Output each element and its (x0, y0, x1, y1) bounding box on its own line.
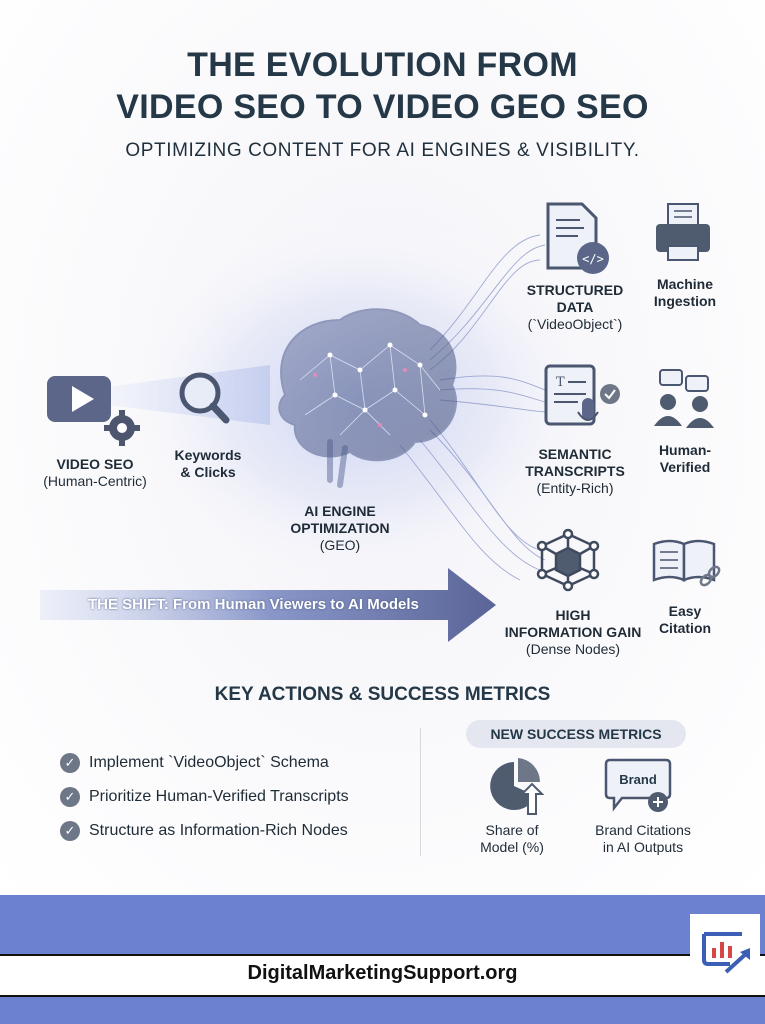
check-icon: ✓ (60, 787, 80, 807)
cube-network-icon (536, 528, 600, 592)
footer-strip (0, 956, 765, 996)
people-chat-icon (654, 369, 714, 428)
action-text: Implement `VideoObject` Schema (89, 754, 329, 771)
action-item: ✓ Prioritize Human-Verified Transcripts (60, 780, 349, 814)
information-gain-label: HIGH INFORMATION GAIN (Dense Nodes) (504, 607, 642, 657)
action-list: ✓ Implement `VideoObject` Schema ✓ Prior… (60, 746, 349, 848)
svg-text:T: T (556, 375, 565, 390)
svg-text:</>: </> (582, 252, 604, 266)
action-text: Structure as Information-Rich Nodes (89, 822, 348, 839)
book-link-icon (652, 539, 721, 587)
metric-icons: Brand (490, 758, 672, 815)
printer-icon (656, 203, 710, 261)
magnifier-icon (179, 372, 230, 424)
actions-title: KEY ACTIONS & SUCCESS METRICS (214, 684, 551, 705)
chart-arrow-logo-icon (690, 914, 760, 984)
pie-arrow-icon (490, 758, 545, 815)
footer-rule-bottom (0, 995, 765, 997)
check-icon: ✓ (60, 821, 80, 841)
footer-site-link[interactable]: DigitalMarketingSupport.org (247, 962, 518, 984)
human-verified-label: Human- Verified (658, 442, 712, 475)
share-of-model-label: Share of Model (%) (480, 822, 544, 855)
structured-data-label: STRUCTURED DATA (`VideoObject`) (526, 282, 624, 332)
keywords-label: Keywords & Clicks (174, 447, 242, 480)
transcript-microphone-icon: T (544, 364, 620, 426)
semantic-transcripts-label: SEMANTIC TRANSCRIPTS (Entity-Rich) (525, 446, 625, 496)
svg-text:Brand: Brand (619, 772, 657, 787)
action-text: Prioritize Human-Verified Transcripts (89, 788, 349, 805)
title-line-2: VIDEO SEO TO VIDEO GEO SEO (116, 88, 649, 126)
page-title: THE EVOLUTION FROM VIDEO SEO TO VIDEO GE… (0, 44, 765, 128)
brain-network-icon (278, 308, 458, 488)
brand-citations-label: Brand Citations in AI Outputs (595, 822, 691, 855)
metrics-title: NEW SUCCESS METRICS (466, 720, 686, 748)
video-seo-label: VIDEO SEO (Human-Centric) (43, 456, 147, 489)
section-divider (420, 728, 421, 856)
brand-bubble-plus-icon: Brand (604, 758, 672, 812)
footer-rule-top (0, 954, 765, 956)
video-play-gear-icon (47, 376, 140, 446)
shift-arrow (40, 568, 496, 642)
code-document-icon: </> (546, 202, 609, 274)
flow-lines (399, 234, 546, 581)
evolution-diagram: </> T (40, 202, 721, 642)
shift-label: THE SHIFT: From Human Viewers to AI Mode… (88, 596, 419, 613)
page-subtitle: OPTIMIZING CONTENT FOR AI ENGINES & VISI… (125, 140, 640, 161)
check-icon: ✓ (60, 753, 80, 773)
action-item: ✓ Implement `VideoObject` Schema (60, 746, 349, 780)
ai-engine-label: AI ENGINE OPTIMIZATION (GEO) (290, 503, 390, 553)
title-line-1: THE EVOLUTION FROM (187, 46, 578, 84)
machine-ingestion-label: Machine Ingestion (653, 276, 717, 309)
easy-citation-label: Easy Citation (658, 603, 712, 636)
action-item: ✓ Structure as Information-Rich Nodes (60, 814, 349, 848)
